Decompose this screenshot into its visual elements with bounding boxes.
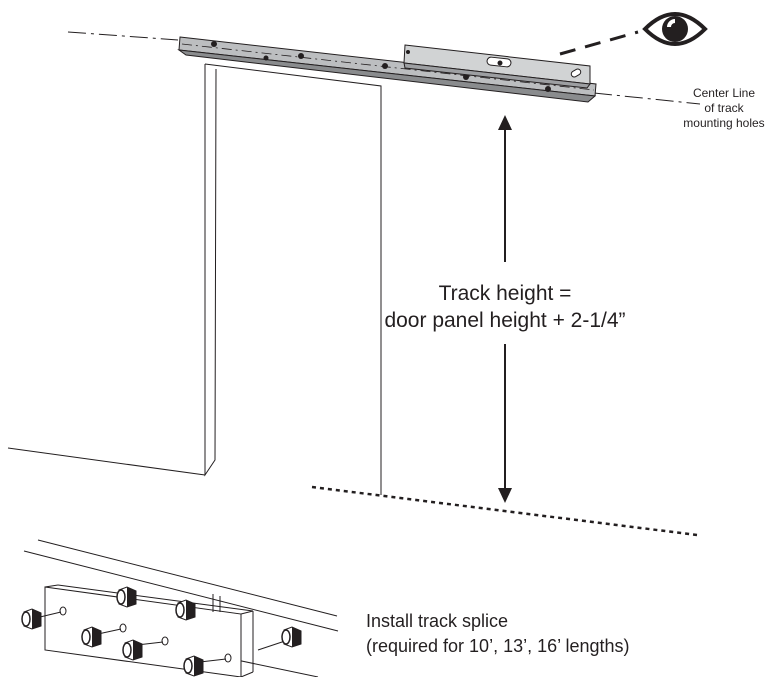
center-line — [67, 31, 701, 105]
track-height-label: Track height = door panel height + 2-1/4… — [380, 280, 630, 334]
double-arrow-icon — [498, 115, 512, 503]
splice-label-line2: (required for 10’, 13’, 16’ lengths) — [366, 636, 630, 656]
center-line-label-line2: of track — [704, 101, 744, 115]
center-line-label-line1: Center Line — [692, 86, 756, 100]
center-line-label-line3: mounting holes — [683, 116, 765, 130]
splice-label-line1: Install track splice — [366, 611, 509, 631]
track-rail — [177, 36, 597, 103]
track-mounting-holes — [211, 41, 551, 92]
track-height-label-line1: Track height = — [438, 282, 572, 305]
floor-line — [311, 485, 698, 537]
eye-icon — [559, 12, 708, 56]
track-height-label-line2: door panel height + 2-1/4” — [384, 309, 626, 332]
level-tool-icon — [403, 44, 591, 89]
center-line-label: Center Line of track mounting holes — [664, 86, 784, 131]
splice-label: Install track splice (required for 10’, … — [366, 609, 776, 659]
splice-holes — [59, 606, 232, 663]
door-panel — [7, 63, 382, 495]
